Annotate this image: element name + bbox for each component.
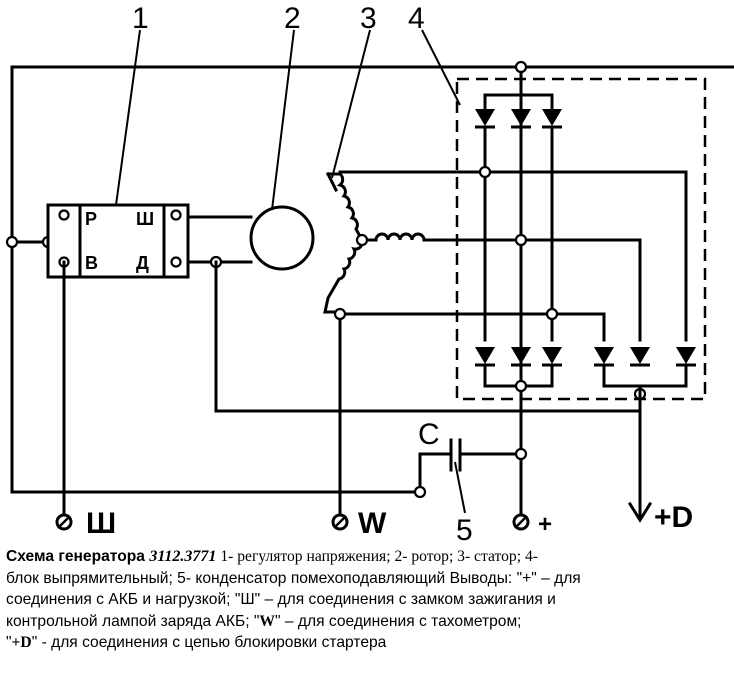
callout-5: 5 bbox=[456, 514, 473, 545]
caption-line1: 1- регулятор напряжения; 2- ротор; 3- ст… bbox=[216, 548, 538, 565]
ground-frame bbox=[10, 65, 734, 494]
caption-lead: Схема генератора bbox=[6, 548, 145, 565]
caption-line2: блок выпрямительный; 5- конденсатор поме… bbox=[6, 569, 581, 587]
capacitor-plus-node bbox=[514, 447, 528, 461]
stator-neutral-node bbox=[355, 233, 369, 247]
caption-line3: соединения с АКБ и нагрузкой; "Ш" – для … bbox=[6, 591, 556, 608]
regulator-label-d: Д bbox=[136, 253, 149, 273]
stator-winding bbox=[323, 172, 429, 314]
caption-line5b: " - для соединения с цепью блокировки ст… bbox=[31, 634, 387, 651]
diode-lower-2 bbox=[509, 345, 533, 367]
terminal-sh: Ш bbox=[55, 507, 116, 540]
caption-line5a: " bbox=[6, 634, 12, 651]
caption-line5d: +D bbox=[11, 634, 32, 651]
diode-upper-1 bbox=[473, 107, 497, 129]
terminal-plus: + bbox=[512, 511, 552, 538]
diode-aux-2 bbox=[628, 345, 652, 367]
generator-schematic: Р Ш В Д C bbox=[5, 2, 734, 545]
capacitor-ground-node bbox=[413, 485, 427, 499]
rectifier-block bbox=[455, 77, 707, 401]
regulator-label-sh: Ш bbox=[136, 209, 154, 229]
frame-junction-node bbox=[5, 235, 19, 249]
callout-3: 3 bbox=[360, 2, 377, 35]
caption-line4b: " – для соединения с тахометром; bbox=[275, 612, 522, 630]
terminal-sh-label: Ш bbox=[86, 507, 116, 540]
terminal-w-label: W bbox=[358, 507, 387, 540]
caption-line4a: контрольной лампой заряда АКБ; " bbox=[6, 612, 260, 630]
terminal-d-label: +D bbox=[654, 501, 693, 534]
diode-upper-3 bbox=[540, 107, 564, 129]
caption-line4w: W bbox=[259, 612, 276, 630]
diode-lower-3 bbox=[540, 345, 564, 367]
regulator-label-r: Р bbox=[85, 209, 97, 229]
capacitor-label: C bbox=[418, 418, 440, 451]
plus-d-arrow bbox=[627, 501, 653, 523]
terminal-plus-label: + bbox=[538, 511, 552, 538]
diode-upper-2 bbox=[509, 107, 533, 129]
diode-lower-1 bbox=[473, 345, 497, 367]
regulator-label-v: В bbox=[85, 253, 98, 273]
callout-2: 2 bbox=[284, 2, 301, 35]
callout-1: 1 bbox=[132, 2, 149, 35]
plus-bus-node bbox=[514, 60, 528, 74]
callout-4: 4 bbox=[408, 2, 425, 35]
figure-caption: Схема генератора 3112.3771 1- регулятор … bbox=[6, 546, 728, 654]
caption-model: 3112.3771 bbox=[149, 548, 217, 565]
diode-aux-3 bbox=[674, 345, 698, 367]
terminal-w: W bbox=[331, 507, 387, 540]
diode-aux-1 bbox=[592, 345, 616, 367]
rotor-winding bbox=[249, 205, 315, 271]
